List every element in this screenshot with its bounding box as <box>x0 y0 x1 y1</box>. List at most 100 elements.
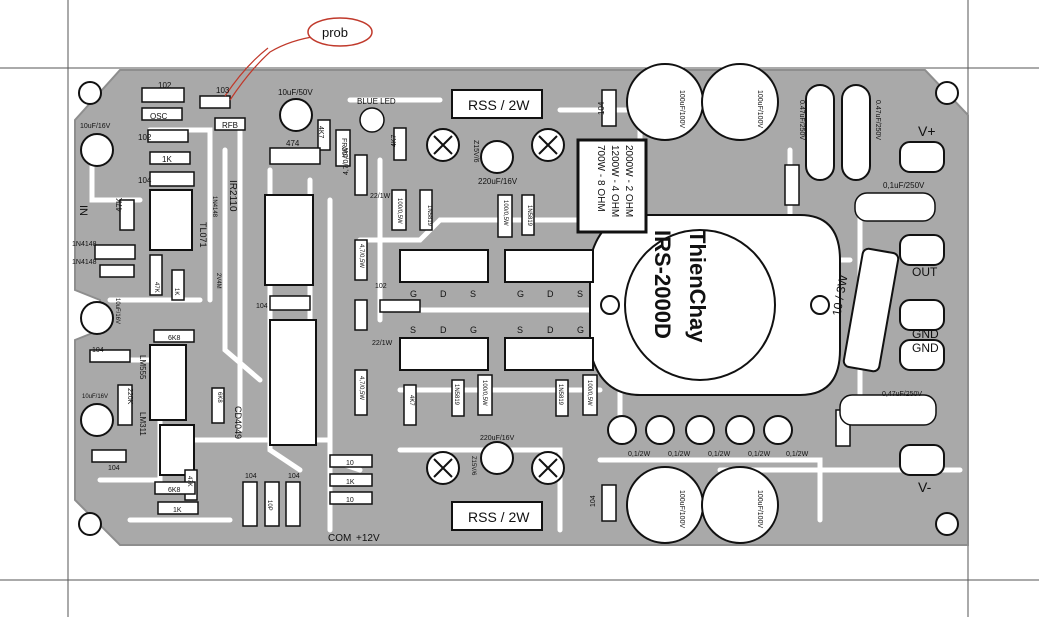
label-rss-top: RSS / 2W <box>468 97 530 113</box>
silkscreen-labels: 102 103 OSC RFB 10uF/50V BLUE LED RSS / … <box>72 81 939 544</box>
film-capacitors <box>805 84 871 181</box>
label-r6k8-a: 6K8 <box>168 335 181 342</box>
label-c10p: 10P <box>266 500 272 511</box>
label-rfb: RFB <box>222 121 238 130</box>
label-cap-220-top: 220uF/16V <box>478 177 518 186</box>
label-s-4: S <box>517 325 523 335</box>
label-r10-a: 10 <box>346 460 354 467</box>
label-d-1: D <box>440 289 447 299</box>
label-r100-b: 100/0,5W <box>502 200 508 226</box>
label-lm555: LM555 <box>138 355 147 380</box>
label-d-2: D <box>547 289 554 299</box>
label-cap-047-c: 0,47uF/250V <box>882 391 922 398</box>
label-s-2: S <box>577 289 583 299</box>
label-r01-1: 0,1/2W <box>628 451 651 458</box>
label-c104-b1: 104 <box>245 473 257 480</box>
label-g-3: G <box>470 325 477 335</box>
mosfet-footprints <box>399 249 594 371</box>
label-cap-22-1w-b: 22/1W <box>372 340 393 347</box>
annotation-bubble <box>307 17 373 47</box>
label-r100-c: 100/0,5W <box>481 380 487 406</box>
label-in: IN <box>77 205 89 216</box>
label-rss-bot: RSS / 2W <box>468 509 530 525</box>
label-lm311: LM311 <box>138 412 147 436</box>
label-com: COM <box>328 533 351 544</box>
label-plus12: +12V <box>356 533 380 544</box>
label-vminus: V- <box>918 479 932 495</box>
label-cap-047-a: 0.47uF/250V <box>798 100 805 140</box>
label-r4k7-mid: 4K7 <box>391 134 398 147</box>
label-s-3: S <box>410 325 416 335</box>
label-gnd-2: GND <box>912 341 939 355</box>
label-r47k-c: 47K <box>186 476 192 487</box>
label-d1n5819-a: 1N5819 <box>426 205 432 227</box>
label-r4-7-05w-b: 4,7/0,5W <box>358 244 364 268</box>
mounting-holes <box>78 81 959 536</box>
label-out: OUT <box>912 265 938 279</box>
label-r6k8-b: 6K8 <box>216 392 222 403</box>
label-cap-10uf16v-b: 10uF/16V <box>114 298 120 324</box>
label-c103-top: 103 <box>216 86 230 95</box>
label-g-4: G <box>577 325 584 335</box>
label-r10-b: 10 <box>346 497 354 504</box>
label-ohm-1: 700W - 8 OHM <box>595 145 606 212</box>
label-r47k-b: 47K <box>153 282 159 293</box>
label-vplus: V+ <box>918 123 936 139</box>
ohm-table-box <box>576 138 648 234</box>
label-d1n5819-c: 1N5819 <box>453 384 459 406</box>
resistor-10-3w <box>842 247 900 373</box>
label-c474: 474 <box>286 139 300 148</box>
ic-footprints <box>149 189 317 476</box>
annotation-arrow <box>224 35 319 101</box>
label-cap-100uf-d: 100uF/100V <box>756 490 763 528</box>
label-r1k-top: 1K <box>162 155 172 164</box>
label-d1n4148-b: 1N4148 <box>72 259 97 266</box>
label-cap-01uf: 0,1uF/250V <box>883 181 925 190</box>
label-r01-3: 0,1/2W <box>708 451 731 458</box>
label-zener-a: Z15V/6 <box>472 140 479 163</box>
label-r4-7-05w-c: 4,7/0,5W <box>358 376 364 400</box>
label-cap-10uf16v-c: 10uF/16V <box>82 394 108 400</box>
shunt-pads <box>607 415 793 445</box>
label-fr207: FR207 <box>340 138 347 159</box>
label-d1n4148-mid: 1N4148 <box>211 196 217 218</box>
label-cap-100uf-c: 100uF/100V <box>678 490 685 528</box>
label-r01-4: 0,1/2W <box>748 451 771 458</box>
label-r4k7-top: 4K7 <box>317 126 324 139</box>
label-ohm-2: 1200W - 4 OHM <box>609 145 620 217</box>
label-c104-b2: 104 <box>288 473 300 480</box>
label-r220k: 220K <box>126 388 133 405</box>
label-r4k7-c: 4K7 <box>408 395 414 406</box>
label-cd4049: CD4049 <box>233 406 243 439</box>
label-zener-2v4: 2V4M <box>215 273 221 289</box>
label-r1k-d: 1K <box>346 479 355 486</box>
small-components <box>89 87 937 527</box>
label-c104-bl: 104 <box>108 465 120 472</box>
label-zener-b: Z15V/6 <box>470 456 476 476</box>
label-d1n4148-a: 1N4148 <box>72 241 97 248</box>
label-r100-a: 100/0,5W <box>396 198 402 224</box>
terminal-pads <box>899 141 945 476</box>
label-r01-5: 0,1/2W <box>786 451 809 458</box>
label-c104-top: 104 <box>597 101 606 115</box>
label-c104-ll: 104 <box>92 347 104 354</box>
label-cap-10uf16v-l: 10uF/16V <box>80 123 111 130</box>
label-tl071: TL071 <box>198 222 208 248</box>
label-r47k-left: 47K <box>115 197 124 212</box>
label-r01-2: 0,1/2W <box>668 451 691 458</box>
label-gnd-1: GND <box>912 327 939 341</box>
label-r100-d: 100/0,5W <box>586 380 592 406</box>
bulk-capacitors <box>626 63 779 544</box>
label-mosfet-model: IRS-2000D <box>650 230 675 339</box>
label-d1n5819-b: 1N5819 <box>526 205 532 227</box>
label-c102-top: 102 <box>158 81 172 90</box>
label-g-1: G <box>410 289 417 299</box>
label-d-3: D <box>440 325 447 335</box>
label-r1k-c: 1K <box>173 507 182 514</box>
label-s-1: S <box>470 289 476 299</box>
label-c104-left: 104 <box>138 176 152 185</box>
label-g-2: G <box>517 289 524 299</box>
label-r1k-b: 1K <box>173 288 179 295</box>
power-resistors <box>451 89 543 531</box>
